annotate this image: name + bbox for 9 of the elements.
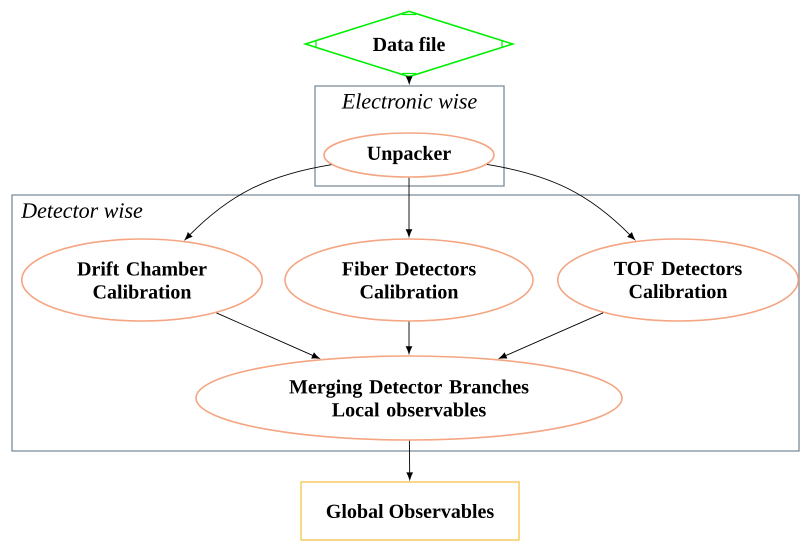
arrow bbox=[486, 164, 636, 240]
arrow bbox=[406, 177, 412, 237]
arrow bbox=[406, 321, 412, 354]
process-box: Global Observables bbox=[300, 481, 520, 541]
arrow bbox=[406, 440, 413, 480]
arrow bbox=[498, 312, 604, 359]
arrow bbox=[184, 164, 332, 240]
arrow bbox=[406, 76, 412, 84]
arrow bbox=[216, 312, 320, 359]
